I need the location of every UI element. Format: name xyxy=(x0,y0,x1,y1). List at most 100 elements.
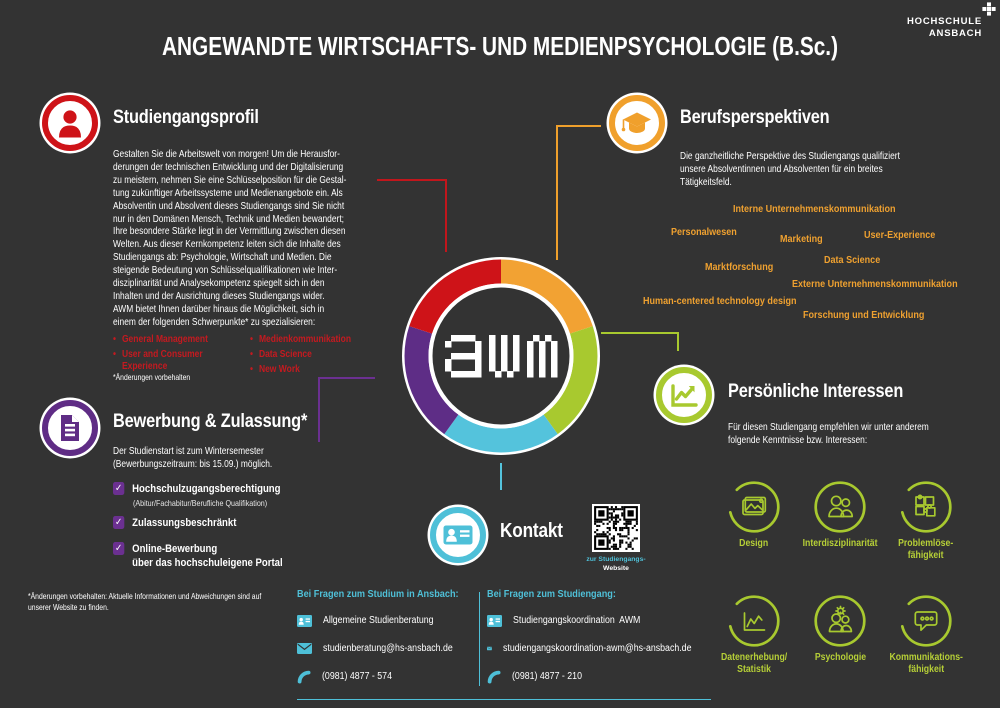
interest-caption: Kommunikations- fähigkeit xyxy=(889,652,963,675)
interest-item: Kommunikations- fähigkeit xyxy=(883,594,969,708)
bullet: • xyxy=(250,363,253,375)
specialization: Medienkommunikation xyxy=(258,334,352,345)
connector-purple-horizontal xyxy=(318,377,375,379)
application-badge xyxy=(42,400,98,456)
document-icon xyxy=(61,415,79,441)
contact-column-header: Bei Fragen zum Studiengang: xyxy=(487,588,616,600)
interest-caption: Problemlöse- fähigkeit xyxy=(898,538,954,561)
connector-green-vertical xyxy=(677,332,679,351)
interest-item: Psychologie xyxy=(797,594,883,708)
careers-body: Die ganzheitliche Perspektive des Studie… xyxy=(680,150,900,188)
contact-item: (0981) 4877 - 210 xyxy=(487,669,717,684)
logo-line1: HOCHSCHULE xyxy=(906,16,982,27)
career-field-label: Interne Unternehmenskommunikation xyxy=(733,203,896,215)
contact-column-studium: Bei Fragen zum Studium in Ansbach: Allge… xyxy=(297,588,477,684)
ring-segment-red xyxy=(409,259,501,334)
qr-code xyxy=(592,504,640,552)
interest-caption: Psychologie xyxy=(814,652,866,663)
specialization-list-col1: •General Management •User and Consumer E… xyxy=(113,334,208,375)
specialization: User and Consumer Experience xyxy=(121,348,203,372)
connector-green-horizontal xyxy=(601,332,679,334)
careers-heading: Berufsperspektiven xyxy=(680,107,830,128)
interest-item: Datenerhebung/ Statistik xyxy=(711,594,797,708)
career-field-label: Marktforschung xyxy=(705,261,774,273)
specialization: General Management xyxy=(121,334,208,345)
hochschule-ansbach-logo: HOCHSCHULE ANSBACH xyxy=(906,7,991,39)
bullet: • xyxy=(250,348,253,360)
check-item-zulassung: ✓ Zulassungsbeschränkt xyxy=(113,516,237,529)
checkbox-checked-icon: ✓ xyxy=(113,482,125,495)
specialization: Data Science xyxy=(258,348,312,360)
application-heading: Bewerbung & Zulassung* xyxy=(113,411,308,432)
interests-badge xyxy=(656,367,712,423)
specialization-list-col2: •Medienkommunikation •Data Science •New … xyxy=(250,334,351,378)
contact-item: Studiengangskoordination AWM xyxy=(487,613,717,628)
contact-item: (0981) 4877 - 574 xyxy=(297,669,477,684)
connector-red-horizontal xyxy=(377,179,446,181)
image-icon xyxy=(728,481,780,533)
career-field-label: User-Experience xyxy=(864,229,936,241)
people-gear-icon xyxy=(814,595,866,647)
contact-badge xyxy=(430,507,486,563)
interest-item: Design xyxy=(711,480,797,594)
ring-segment-green xyxy=(543,326,598,435)
contact-card-icon xyxy=(443,525,473,545)
puzzle-icon xyxy=(900,481,952,533)
qr-caption: zur Studiengangs- Website xyxy=(586,556,646,572)
career-field-label: Forschung und Entwicklung xyxy=(803,309,925,321)
contact-column-studiengang: Bei Fragen zum Studiengang: Studiengangs… xyxy=(487,588,717,684)
check-sub-hochschulzugang: (Abitur/Fachabitur/Berufliche Qualifikat… xyxy=(133,498,268,508)
career-field-label: Personalwesen xyxy=(671,226,737,238)
checkbox-checked-icon: ✓ xyxy=(113,542,125,555)
contact-heading: Kontakt xyxy=(500,520,563,542)
contact-card-icon xyxy=(487,614,502,627)
trend-chart-icon xyxy=(671,384,698,407)
interest-item: Interdisziplinarität xyxy=(797,480,883,594)
contact-item: Allgemeine Studienberatung xyxy=(297,613,477,628)
connector-red-vertical xyxy=(445,179,447,252)
connector-purple-vertical xyxy=(318,377,320,442)
speech-bubble-icon xyxy=(900,595,952,647)
career-field-label: Data Science xyxy=(824,254,881,266)
awm-pixel-logo xyxy=(445,335,558,378)
interest-item: Problemlöse- fähigkeit xyxy=(883,480,969,594)
connector-orange-horizontal xyxy=(556,125,601,127)
bullet: • xyxy=(113,334,116,345)
check-item-online-bewerbung: ✓ Online-Bewerbung über das hochschuleig… xyxy=(113,542,283,569)
careers-badge xyxy=(609,95,665,151)
checkbox-checked-icon: ✓ xyxy=(113,516,125,529)
contact-divider-vertical xyxy=(479,592,481,686)
check-item-hochschulzugang: ✓ Hochschulzugangsberechtigung xyxy=(113,482,281,495)
footer-divider-horizontal xyxy=(297,699,711,701)
interest-caption: Interdisziplinarität xyxy=(802,538,878,549)
profile-heading: Studiengangsprofil xyxy=(113,107,259,128)
graduation-cap-icon xyxy=(621,112,651,133)
contact-column-header: Bei Fragen zum Studium in Ansbach: xyxy=(297,588,459,600)
awm-donut-ring xyxy=(402,257,600,455)
interests-grid: Design Interdisziplinarität Problemlöse- f… xyxy=(711,480,969,708)
people-icon xyxy=(814,481,866,533)
profile-footnote: *Änderungen vorbehalten xyxy=(113,372,191,382)
interests-heading: Persönliche Interessen xyxy=(728,381,904,402)
footer-note: *Änderungen vorbehalten: Aktuelle Inform… xyxy=(28,591,262,612)
line-chart-icon xyxy=(728,595,780,647)
person-icon xyxy=(59,110,81,138)
bullet: • xyxy=(250,334,253,345)
interest-caption: Datenerhebung/ Statistik xyxy=(720,652,788,675)
envelope-icon xyxy=(487,646,492,651)
interests-body: Für diesen Studiengang empfehlen wir unt… xyxy=(728,421,929,446)
contact-item: studienberatung@hs-ansbach.de xyxy=(297,641,477,656)
career-field-label: Human-centered technology design xyxy=(643,295,797,307)
phone-icon xyxy=(297,670,311,683)
ring-segment-purple xyxy=(404,326,459,435)
profile-badge xyxy=(42,95,98,151)
contact-item: studiengangskoordination-awm@hs-ansbach.… xyxy=(487,641,717,656)
ring-segment-cyan xyxy=(444,414,558,453)
connector-orange-vertical xyxy=(556,125,558,260)
interest-caption: Design xyxy=(739,538,769,549)
ring-segment-orange xyxy=(501,259,593,334)
envelope-icon xyxy=(297,643,312,654)
phone-icon xyxy=(487,670,501,683)
career-field-label: Marketing xyxy=(780,233,823,245)
